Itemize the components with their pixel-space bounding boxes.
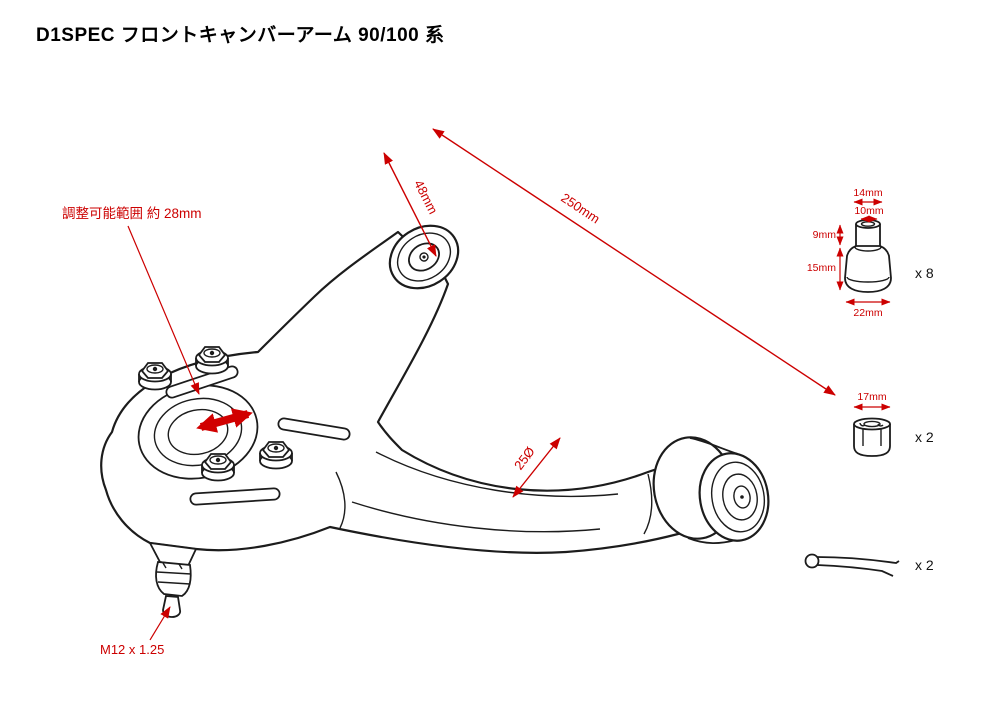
castle-nut-dim-17mm: 17mm xyxy=(857,391,886,403)
thread-spec-leader xyxy=(149,606,171,641)
right-bushing xyxy=(652,436,770,545)
bushing-dim-22mm: 22mm xyxy=(853,307,882,319)
bushing-dim-10mm: 10mm xyxy=(854,205,883,217)
adjustment-slot-right xyxy=(277,417,351,441)
castle-nut-drawing xyxy=(853,417,891,457)
cotter-pin-qty: x 2 xyxy=(915,557,934,573)
camber-arm-drawing xyxy=(100,224,770,618)
ball-joint xyxy=(148,541,198,618)
page-title: D1SPEC フロントキャンバーアーム 90/100 系 xyxy=(36,25,445,46)
dim-25dia-label: 25Ø xyxy=(511,444,538,473)
tube-highlight-line xyxy=(375,451,619,498)
cotter-pin-drawing xyxy=(804,553,900,577)
thread-spec-label: M12 x 1.25 xyxy=(100,642,164,657)
dim-250mm-line xyxy=(432,128,836,396)
plate-tube-joint-line xyxy=(335,471,346,529)
bushing-qty: x 8 xyxy=(915,265,934,281)
dim-25dia-line xyxy=(512,437,561,498)
tube-seam-line xyxy=(351,501,601,533)
adjuster-bolt-2 xyxy=(195,346,229,375)
adjuster-bolt-1 xyxy=(138,362,172,391)
adjust-range-label: 調整可能範囲 約 28mm xyxy=(62,206,202,221)
adjust-double-arrow xyxy=(196,408,253,433)
bushing-part: 14mm 10mm 9mm 15mm 22mm x 8 xyxy=(807,187,934,319)
dim-250mm-label: 250mm xyxy=(558,190,602,226)
adjust-range-leader xyxy=(127,225,200,395)
dim-48mm-line xyxy=(383,152,437,257)
annotations-layer: 調整可能範囲 約 28mm 48mm 250mm 25Ø M12 x 1.25 xyxy=(62,128,836,657)
bushing-dim-9mm: 9mm xyxy=(813,229,837,241)
castle-nut-qty: x 2 xyxy=(915,429,934,445)
bushing-dim-14mm: 14mm xyxy=(853,187,882,199)
bushing-drawing xyxy=(844,219,892,293)
cotter-pin-part: x 2 xyxy=(804,553,934,577)
castle-nut-part: 17mm x 2 xyxy=(853,391,934,457)
adjustment-slot-bottom xyxy=(189,487,281,506)
adjustment-slot-top xyxy=(165,365,239,399)
dim-48mm-label: 48mm xyxy=(411,177,441,216)
bushing-dim-15mm: 15mm xyxy=(807,262,836,274)
tube-bushing-joint-line xyxy=(643,473,653,535)
